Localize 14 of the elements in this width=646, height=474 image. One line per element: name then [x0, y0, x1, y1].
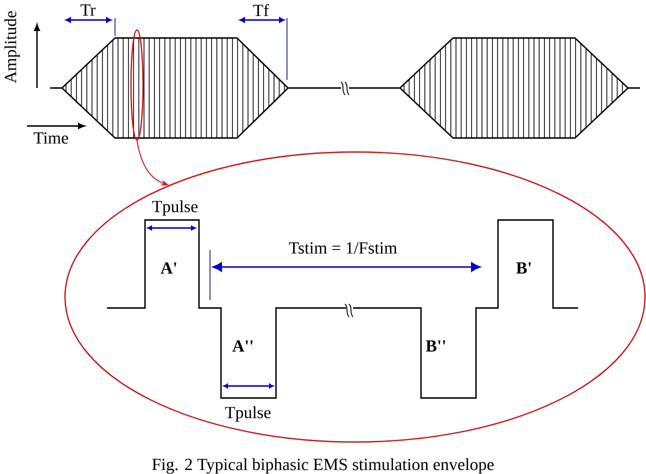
pulse-label: B''	[426, 340, 446, 352]
dimension-label: Tpulse	[225, 406, 271, 422]
dimension-label: Tstim = 1/Fstim	[289, 242, 397, 254]
pulse-label: B'	[516, 262, 531, 274]
pulse-label: A'	[160, 262, 176, 274]
axis-label: Time	[34, 132, 68, 144]
pulse-label: A''	[232, 340, 253, 352]
magnified-view-ellipse	[64, 151, 646, 443]
axis-label: Amplitude	[4, 11, 20, 84]
caption: Fig. 2 Typical biphasic EMS stimulation envelope	[152, 458, 494, 474]
selection-ellipse	[130, 29, 144, 141]
dimension-label: Tr	[80, 4, 96, 16]
dimension-label: Tpulse	[152, 200, 198, 216]
dimension-label: Tf	[253, 4, 270, 16]
